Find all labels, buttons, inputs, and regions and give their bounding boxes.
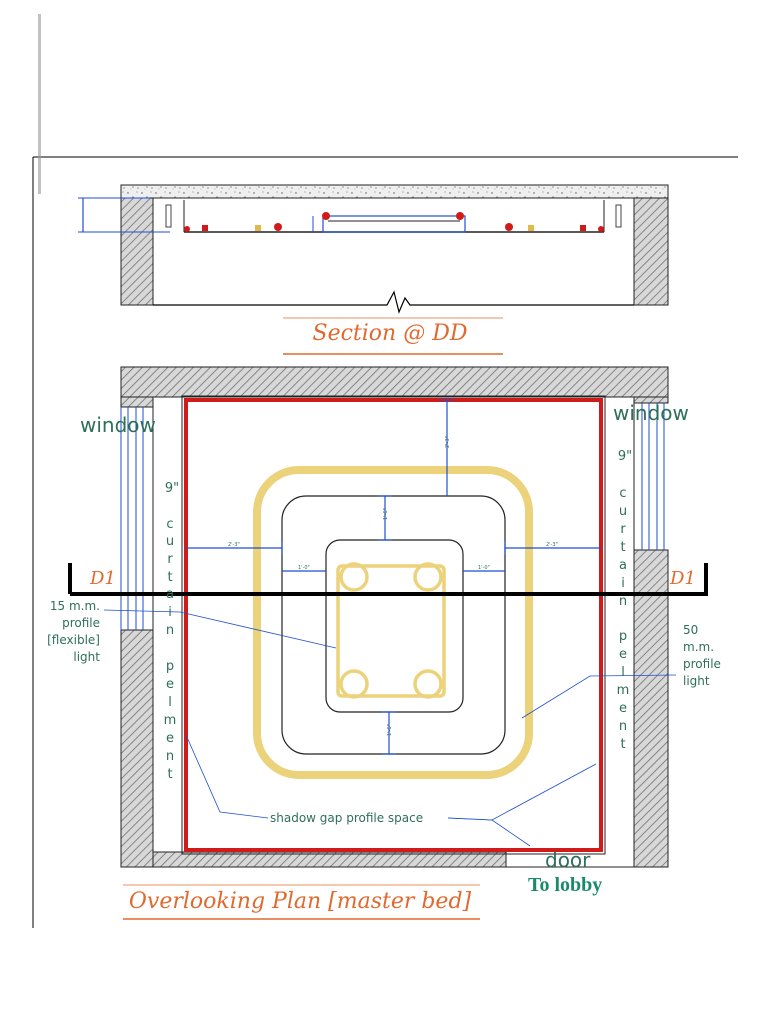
- page-frame: [32, 14, 738, 928]
- svg-text:15 m.m.: 15 m.m.: [50, 599, 100, 613]
- svg-text:1'-0": 1'-0": [478, 565, 490, 571]
- svg-text:p: p: [166, 659, 174, 674]
- svg-text:light: light: [73, 650, 100, 664]
- pelmet-label-right: 9" c u r t a i n p e l m e n t: [617, 449, 632, 752]
- window-frame-right: [633, 403, 665, 867]
- svg-text:n: n: [166, 623, 174, 638]
- pelmet-label-left: 9" c u r t a i n p e l m e n t: [164, 481, 179, 782]
- svg-text:[flexible]: [flexible]: [47, 633, 100, 647]
- svg-text:m: m: [617, 683, 630, 698]
- svg-text:2'-3": 2'-3": [445, 436, 451, 448]
- svg-text:e: e: [619, 647, 627, 662]
- svg-text:1'-0": 1'-0": [298, 565, 310, 571]
- svg-text:i: i: [621, 576, 625, 591]
- svg-text:a: a: [619, 558, 627, 573]
- svg-text:r: r: [620, 522, 626, 537]
- svg-text:t: t: [620, 737, 625, 752]
- section-title: Section @ DD: [313, 321, 468, 346]
- svg-text:p: p: [619, 629, 627, 644]
- svg-text:u: u: [166, 534, 174, 549]
- section-view: [78, 184, 669, 314]
- svg-text:2'-3": 2'-3": [546, 542, 558, 548]
- door-opening: [505, 852, 634, 868]
- svg-text:e: e: [166, 731, 174, 746]
- door-label: door: [545, 848, 591, 872]
- shadow-gap-label: shadow gap profile space: [270, 811, 423, 825]
- svg-text:u: u: [619, 504, 627, 519]
- section-floor-break: [153, 290, 634, 314]
- section-marker-left: D1: [89, 568, 116, 589]
- svg-text:t: t: [620, 540, 625, 555]
- svg-text:m: m: [164, 713, 177, 728]
- section-slab: [120, 184, 669, 199]
- svg-text:e: e: [619, 701, 627, 716]
- svg-text:n: n: [619, 719, 627, 734]
- svg-text:9": 9": [165, 481, 179, 496]
- plan-walls: [120, 366, 669, 868]
- section-marker-right: D1: [669, 568, 696, 589]
- svg-text:a: a: [166, 587, 174, 602]
- svg-text:1'-6": 1'-6": [387, 724, 393, 736]
- svg-text:c: c: [619, 486, 626, 501]
- svg-text:m.m.: m.m.: [683, 640, 714, 654]
- svg-text:l: l: [168, 695, 172, 710]
- profile-50mm-label: 50 m.m. profile light: [683, 623, 721, 688]
- section-wall-right: [633, 197, 669, 306]
- svg-text:profile: profile: [683, 657, 721, 671]
- leader-lines: [103, 609, 677, 847]
- svg-text:2'-3": 2'-3": [228, 542, 240, 548]
- svg-text:50: 50: [683, 623, 698, 637]
- profile-15mm-label: 15 m.m. profile [flexible] light: [47, 599, 100, 664]
- section-wall-left: [120, 197, 154, 306]
- svg-text:light: light: [683, 674, 710, 688]
- profile-light-15mm: [336, 562, 446, 699]
- svg-text:i: i: [168, 605, 172, 620]
- dimension-lines: [186, 399, 601, 755]
- svg-text:profile: profile: [62, 616, 100, 630]
- window-label-right: window: [613, 401, 689, 425]
- svg-text:t: t: [167, 767, 172, 782]
- section-cut-line: [68, 563, 708, 596]
- plan-title: Overlooking Plan [master bed]: [129, 889, 472, 914]
- svg-text:l: l: [621, 665, 625, 680]
- svg-text:n: n: [619, 594, 627, 609]
- svg-text:n: n: [166, 749, 174, 764]
- svg-text:e: e: [166, 677, 174, 692]
- profile-light-50mm: [253, 466, 533, 779]
- pelmet-outline: [184, 398, 603, 852]
- svg-text:9": 9": [618, 449, 632, 464]
- svg-text:r: r: [167, 552, 173, 567]
- window-label-left: window: [80, 413, 156, 437]
- ceiling-design: [253, 466, 533, 779]
- to-lobby-label: To lobby: [528, 874, 602, 896]
- svg-text:c: c: [166, 517, 173, 532]
- svg-text:t: t: [167, 570, 172, 585]
- svg-text:1'-6": 1'-6": [383, 508, 389, 520]
